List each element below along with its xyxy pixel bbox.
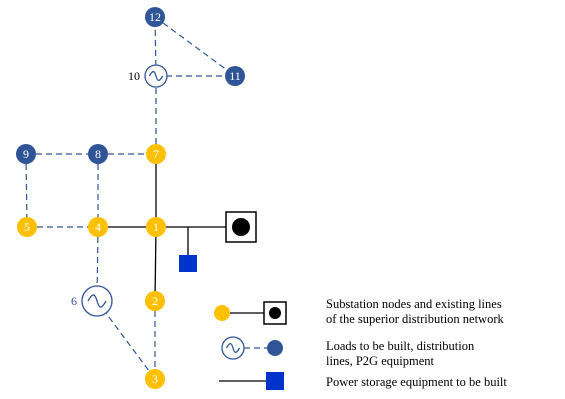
load-node-circle <box>88 144 108 164</box>
legend-substation-node <box>214 305 230 321</box>
legend-load-line1: Loads to be built, distribution <box>326 339 475 353</box>
node-label: 5 <box>24 220 30 234</box>
legend-load-node <box>267 340 283 356</box>
legend-substation-line2: of the superior distribution network <box>326 312 504 326</box>
node-label: 7 <box>153 147 159 161</box>
existing-lines <box>98 154 226 302</box>
legend-substation-line1: Substation nodes and existing lines <box>326 297 502 311</box>
legend-storage: Power storage equipment to be built <box>326 375 507 390</box>
storage-equipment-box <box>179 255 197 272</box>
substation-node-circle <box>145 369 165 389</box>
node-label: 12 <box>149 10 161 24</box>
legend-symbols <box>214 301 287 390</box>
substation-node-circle <box>17 217 37 237</box>
planned-line-9-5 <box>25 153 28 228</box>
sine-wave-icon <box>225 342 241 354</box>
load-node-circle <box>225 66 245 86</box>
node-10: 10 <box>128 64 168 88</box>
node-11: 11 <box>225 66 245 86</box>
load-node-circle <box>145 7 165 27</box>
legend-source-dot <box>269 307 281 319</box>
node-6: 6 <box>71 285 113 317</box>
substation-node-circle <box>145 291 165 311</box>
substation-node-circle <box>146 144 166 164</box>
node-label: 1 <box>153 220 159 234</box>
node-3: 3 <box>145 369 165 389</box>
legend-load-line2: lines, P2G equipment <box>326 354 434 368</box>
node-7: 7 <box>146 144 166 164</box>
planned-line-12-11 <box>154 16 236 77</box>
substation-node-circle <box>146 217 166 237</box>
node-12: 12 <box>145 7 165 27</box>
node-8: 8 <box>88 144 108 164</box>
existing-line-1-2 <box>154 226 157 302</box>
legend-storage-line: Power storage equipment to be built <box>326 375 507 389</box>
legend-storage-box <box>266 372 284 390</box>
node-label: 8 <box>95 147 101 161</box>
sine-wave-icon <box>87 294 107 308</box>
node-label: 3 <box>152 372 158 386</box>
node-2: 2 <box>145 291 165 311</box>
legend-substation: Substation nodes and existing lines of t… <box>326 297 504 327</box>
node-5: 5 <box>17 217 37 237</box>
node-4: 4 <box>88 217 108 237</box>
substation-node-circle <box>88 217 108 237</box>
node-label: 10 <box>128 69 140 83</box>
node-label: 6 <box>71 294 77 308</box>
planned-line-6-3 <box>96 300 156 380</box>
node-9: 9 <box>16 144 36 164</box>
node-label: 11 <box>229 69 241 83</box>
sine-wave-icon <box>148 70 164 82</box>
node-label: 4 <box>95 220 101 234</box>
node-label: 2 <box>152 294 158 308</box>
load-node-circle <box>16 144 36 164</box>
legend-load: Loads to be built, distribution lines, P… <box>326 339 474 369</box>
equipment <box>179 211 257 272</box>
node-1: 1 <box>146 217 166 237</box>
superior-network-source-dot <box>232 218 250 236</box>
node-label: 9 <box>23 147 29 161</box>
